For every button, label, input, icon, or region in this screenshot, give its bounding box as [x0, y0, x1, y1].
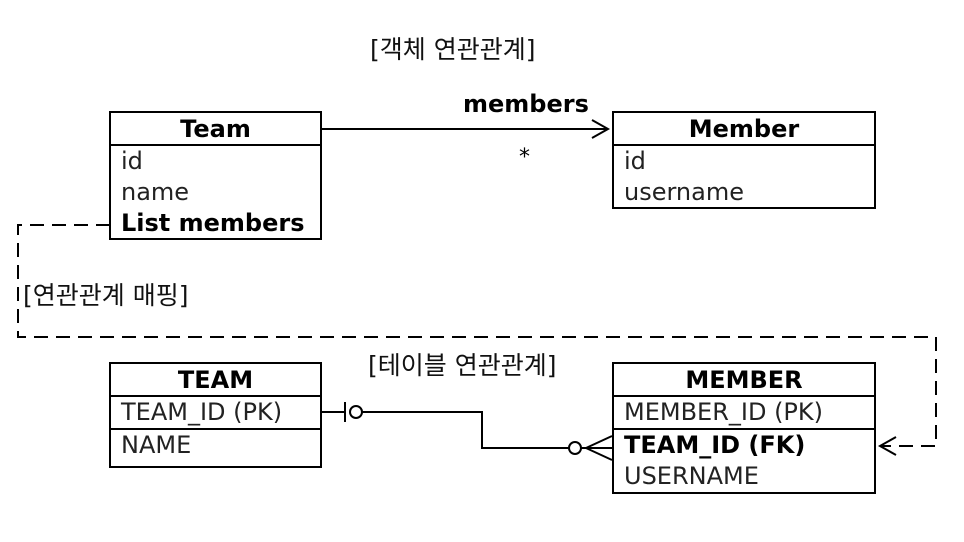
member-field-id: id	[624, 147, 646, 175]
member-class-name: Member	[614, 113, 874, 146]
team-table-col-name: NAME	[121, 431, 192, 459]
object-relation-title: [객체 연관관계]	[370, 35, 536, 64]
team-table-name: TEAM	[111, 364, 320, 397]
team-table-box: TEAM TEAM_ID (PK) NAME	[109, 362, 322, 468]
team-class-box: Team id name List members	[109, 111, 322, 240]
team-table-divider	[111, 428, 320, 430]
member-table-box: MEMBER MEMBER_ID (PK) TEAM_ID (FK) USERN…	[612, 362, 876, 494]
team-table-pk: TEAM_ID (PK)	[121, 398, 283, 426]
member-field-username: username	[624, 178, 744, 206]
table-relation-title: [테이블 연관관계]	[368, 351, 557, 380]
team-field-members: List members	[121, 209, 305, 237]
team-field-id: id	[121, 147, 143, 175]
mapping-title: [연관관계 매핑]	[23, 281, 189, 310]
mapping-dashed-line	[17, 224, 937, 456]
team-field-name: name	[121, 178, 190, 206]
members-association-arrow	[321, 119, 611, 139]
member-table-fk: TEAM_ID (FK)	[624, 431, 806, 459]
erd-one-to-many-line	[321, 402, 613, 461]
member-table-pk: MEMBER_ID (PK)	[624, 398, 824, 426]
member-table-col-username: USERNAME	[624, 462, 759, 490]
member-table-name: MEMBER	[614, 364, 874, 397]
member-table-divider	[614, 428, 874, 430]
association-multiplicity-label: *	[519, 145, 530, 170]
member-class-box: Member id username	[612, 111, 876, 209]
team-class-name: Team	[111, 113, 320, 146]
association-role-label: members	[463, 90, 589, 118]
